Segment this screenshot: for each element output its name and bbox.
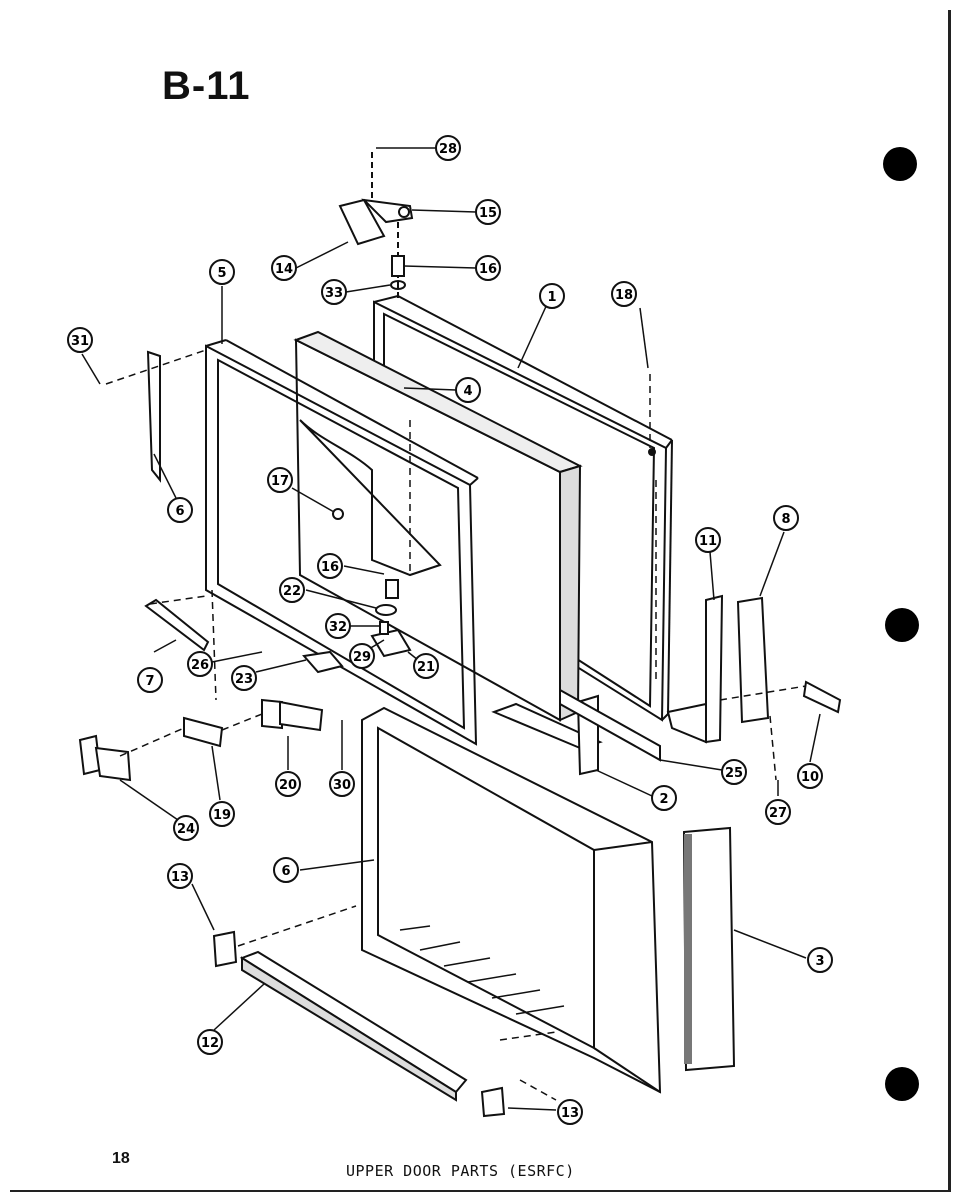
- svg-text:5: 5: [217, 266, 226, 281]
- callout: 13: [167, 863, 193, 889]
- callout: 31: [67, 327, 93, 353]
- callout: 30: [329, 771, 355, 797]
- svg-text:22: 22: [283, 584, 301, 599]
- callout: 15: [475, 199, 501, 225]
- callout: 13: [557, 1099, 583, 1125]
- callout: 16: [317, 553, 343, 579]
- callout: 3: [807, 947, 833, 973]
- svg-text:18: 18: [615, 288, 633, 303]
- callout: 6: [167, 497, 193, 523]
- side-panel: [682, 826, 736, 1072]
- svg-text:33: 33: [325, 286, 343, 301]
- callout: 28: [435, 135, 461, 161]
- svg-text:32: 32: [329, 620, 347, 635]
- svg-text:11: 11: [699, 534, 717, 549]
- insulation-block: [293, 330, 583, 722]
- callout: 11: [695, 527, 721, 553]
- bottom-rails: [491, 688, 661, 776]
- callout-bubbles: 28 15 14 16 33 5 1 18 31 4 17 6 11 8 16 …: [67, 135, 833, 1125]
- svg-text:16: 16: [479, 262, 497, 277]
- svg-text:13: 13: [171, 870, 189, 885]
- diagram-caption: UPPER DOOR PARTS (ESRFC): [346, 1162, 575, 1180]
- callout: 1: [539, 283, 565, 309]
- lower-trim: [144, 598, 210, 652]
- diagram-title: B-11: [162, 64, 251, 108]
- callout: 8: [773, 505, 799, 531]
- callout: 4: [455, 377, 481, 403]
- side-strip: [146, 350, 161, 483]
- binder-hole-bottom: [885, 1067, 919, 1101]
- svg-text:21: 21: [417, 660, 435, 675]
- svg-text:2: 2: [659, 792, 668, 807]
- svg-text:29: 29: [353, 650, 371, 665]
- svg-text:4: 4: [463, 384, 472, 399]
- svg-text:1: 1: [547, 290, 556, 305]
- svg-text:15: 15: [479, 206, 497, 221]
- svg-text:3: 3: [815, 954, 824, 969]
- page-number: 18: [112, 1150, 130, 1167]
- callout: 26: [187, 651, 213, 677]
- callout: 24: [173, 815, 199, 841]
- top-hinge: [338, 152, 414, 300]
- bottom-clip-right: [480, 1086, 506, 1118]
- callout: 17: [267, 467, 293, 493]
- callout: 20: [275, 771, 301, 797]
- svg-text:28: 28: [439, 142, 457, 157]
- svg-text:13: 13: [561, 1106, 579, 1121]
- callout: 21: [413, 653, 439, 679]
- binder-hole-top: [883, 147, 917, 181]
- bottom-rail: [239, 950, 468, 1102]
- alignment-lines: [105, 349, 807, 1101]
- callout: 6: [273, 857, 299, 883]
- svg-text:19: 19: [213, 808, 231, 823]
- svg-text:20: 20: [279, 778, 297, 793]
- callout: 18: [611, 281, 637, 307]
- svg-text:8: 8: [781, 512, 790, 527]
- callout: 19: [209, 801, 235, 827]
- svg-text:27: 27: [769, 806, 787, 821]
- inner-frame: [205, 339, 479, 746]
- right-bracket-assembly: [666, 594, 842, 744]
- callout: 29: [349, 643, 375, 669]
- callout: 2: [651, 785, 677, 811]
- callout: 22: [279, 577, 305, 603]
- callout: 33: [321, 279, 347, 305]
- callout: 7: [137, 667, 163, 693]
- svg-text:24: 24: [177, 822, 195, 837]
- svg-text:16: 16: [321, 560, 339, 575]
- svg-text:6: 6: [175, 504, 184, 519]
- callout: 14: [271, 255, 297, 281]
- svg-text:26: 26: [191, 658, 209, 673]
- svg-text:14: 14: [275, 262, 293, 277]
- svg-text:17: 17: [271, 474, 289, 489]
- callout: 12: [197, 1029, 223, 1055]
- svg-text:12: 12: [201, 1036, 219, 1051]
- callout: 32: [325, 613, 351, 639]
- callout: 27: [765, 799, 791, 825]
- callout: 25: [721, 759, 747, 785]
- callout: 10: [797, 763, 823, 789]
- binder-hole-middle: [885, 608, 919, 642]
- svg-text:25: 25: [725, 766, 743, 781]
- svg-text:7: 7: [145, 674, 154, 689]
- lower-hinge-assembly: [78, 508, 412, 782]
- lower-door-body: [361, 706, 662, 1094]
- svg-text:6: 6: [281, 864, 290, 879]
- svg-text:30: 30: [333, 778, 351, 793]
- svg-text:10: 10: [801, 770, 819, 785]
- svg-text:31: 31: [71, 334, 89, 349]
- callout: 16: [475, 255, 501, 281]
- callout: 23: [231, 665, 257, 691]
- callout: 5: [209, 259, 235, 285]
- svg-text:23: 23: [235, 672, 253, 687]
- bottom-clip-left: [212, 930, 238, 968]
